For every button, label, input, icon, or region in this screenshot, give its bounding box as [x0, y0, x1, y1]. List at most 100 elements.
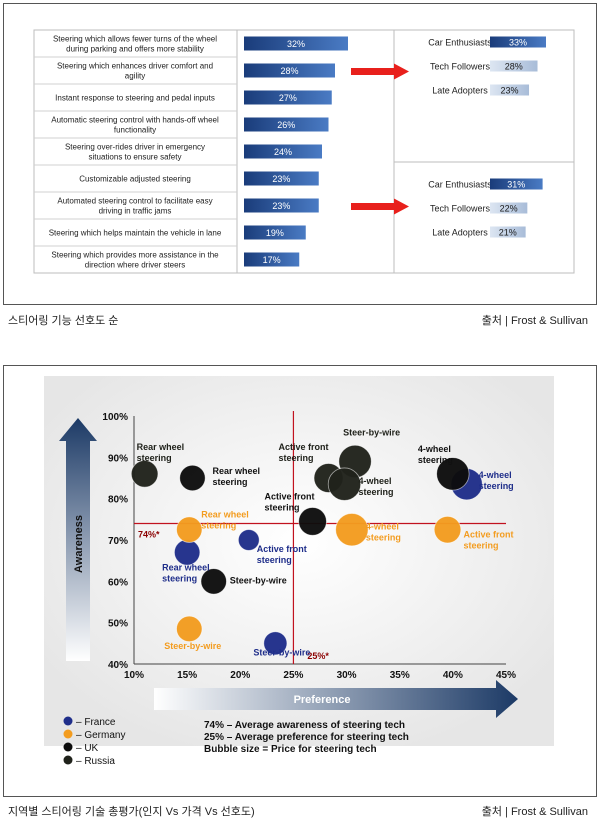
top-source: 출처 | Frost & Sullivan — [481, 315, 588, 327]
x-axis-label: Preference — [294, 694, 351, 706]
note-text: 74% – Average awareness of steering tech — [204, 720, 405, 731]
bubble-uk — [200, 568, 227, 595]
note-text: 25% – Average preference for steering te… — [204, 732, 409, 743]
x-tick-label: 10% — [124, 670, 144, 681]
bar-category-label: Automated steering control to facilitate… — [57, 197, 212, 216]
segment-label: Tech Followers — [430, 204, 491, 214]
bubble-russia — [130, 460, 159, 488]
y-tick-label: 40% — [108, 660, 128, 671]
preference-bar — [244, 90, 332, 105]
x-tick-label: 40% — [443, 670, 463, 681]
bar-category-label: Steering which helps maintain the vehicl… — [49, 229, 222, 238]
bar-value-label: 24% — [274, 147, 292, 157]
legend-dot — [63, 729, 73, 739]
segment-value-label: 33% — [509, 38, 527, 48]
segment-value-label: 31% — [507, 180, 525, 190]
segment-value-label: 21% — [499, 228, 517, 238]
bubble-france — [173, 539, 201, 566]
preference-bar — [244, 144, 322, 159]
y-tick-label: 80% — [108, 495, 128, 506]
bar-value-label: 32% — [287, 39, 305, 49]
red-arrow — [351, 63, 409, 80]
segment-label: Car Enthusiasts — [428, 38, 492, 48]
bar-value-label: 27% — [279, 93, 297, 103]
y-tick-label: 70% — [108, 536, 128, 547]
bubble-uk — [436, 457, 470, 491]
bottom-chart-panel: 10%15%20%25%30%35%40%45%40%50%60%70%80%9… — [3, 365, 597, 797]
bar-value-label: 28% — [280, 66, 298, 76]
y-axis-label: Awareness — [73, 515, 85, 573]
legend-label: – Germany — [76, 730, 125, 741]
awareness-arrow — [59, 418, 97, 661]
bottom-caption: 지역별 스티어링 기술 총평가(인지 Vs 가격 Vs 선호도) — [8, 806, 255, 818]
preference-bar — [244, 36, 348, 51]
ref-preference-label: 25%* — [307, 651, 329, 661]
segment-bar — [490, 202, 528, 214]
preference-bar — [244, 225, 306, 240]
legend-dot — [63, 716, 73, 726]
bar-category-label: Automatic steering control with hands-of… — [51, 116, 219, 135]
bar-value-label: 23% — [272, 201, 290, 211]
bubble-germany — [433, 515, 462, 544]
bar-category-label: Customizable adjusted steering — [79, 175, 191, 184]
segment-value-label: 23% — [501, 86, 519, 96]
bubble-germany — [335, 513, 369, 547]
preference-bar — [244, 171, 319, 186]
bubble-france — [237, 529, 260, 551]
x-tick-label: 25% — [283, 670, 303, 681]
segment-value-label: 28% — [505, 62, 523, 72]
preference-bar — [244, 198, 319, 213]
segment-label: Tech Followers — [430, 62, 491, 72]
bubble-germany — [176, 516, 203, 543]
bar-value-label: 19% — [266, 228, 284, 238]
bar-value-label: 23% — [272, 174, 290, 184]
segment-bar — [490, 60, 538, 72]
steering-preference-bar-chart: Steering which allows fewer turns of the… — [33, 29, 575, 274]
x-tick-label: 15% — [177, 670, 197, 681]
bubble-label: Steer-by-wire — [343, 427, 400, 437]
preference-bar — [244, 117, 329, 132]
regional-bubble-chart: 10%15%20%25%30%35%40%45%40%50%60%70%80%9… — [44, 376, 554, 767]
bubble-germany — [176, 615, 203, 643]
legend-dot — [63, 742, 73, 752]
top-caption: 스티어링 기능 선호도 순 — [8, 315, 119, 327]
bubble-france — [263, 631, 288, 656]
segment-bar — [490, 178, 543, 190]
segment-label: Late Adopters — [432, 86, 488, 96]
bar-category-label: Steering which allows fewer turns of the… — [53, 35, 217, 54]
bubble-label: Steer-by-wire — [164, 641, 221, 651]
legend-label: – Russia — [76, 756, 115, 767]
preference-arrow — [154, 680, 518, 718]
segment-bar — [490, 36, 546, 48]
segment-value-label: 22% — [500, 204, 518, 214]
y-tick-label: 60% — [108, 577, 128, 588]
y-tick-label: 100% — [102, 412, 128, 423]
segment-bar — [490, 84, 530, 96]
red-arrow — [351, 198, 409, 215]
bar-category-label: Steering which enhances driver comfort a… — [57, 62, 213, 81]
bar-value-label: 26% — [277, 120, 295, 130]
segment-label: Car Enthusiasts — [428, 180, 492, 190]
x-tick-label: 35% — [390, 670, 410, 681]
bar-value-label: 17% — [263, 255, 281, 265]
preference-bar — [244, 63, 335, 78]
x-tick-label: 20% — [230, 670, 250, 681]
y-tick-label: 90% — [108, 453, 128, 464]
ref-awareness-label: 74%* — [138, 529, 160, 539]
bubble-uk — [298, 507, 327, 536]
segment-label: Late Adopters — [432, 228, 488, 238]
bubble-uk — [179, 464, 206, 492]
segment-bar — [490, 226, 526, 238]
x-tick-label: 30% — [337, 670, 357, 681]
note-text: Bubble size = Price for steering tech — [204, 744, 377, 755]
